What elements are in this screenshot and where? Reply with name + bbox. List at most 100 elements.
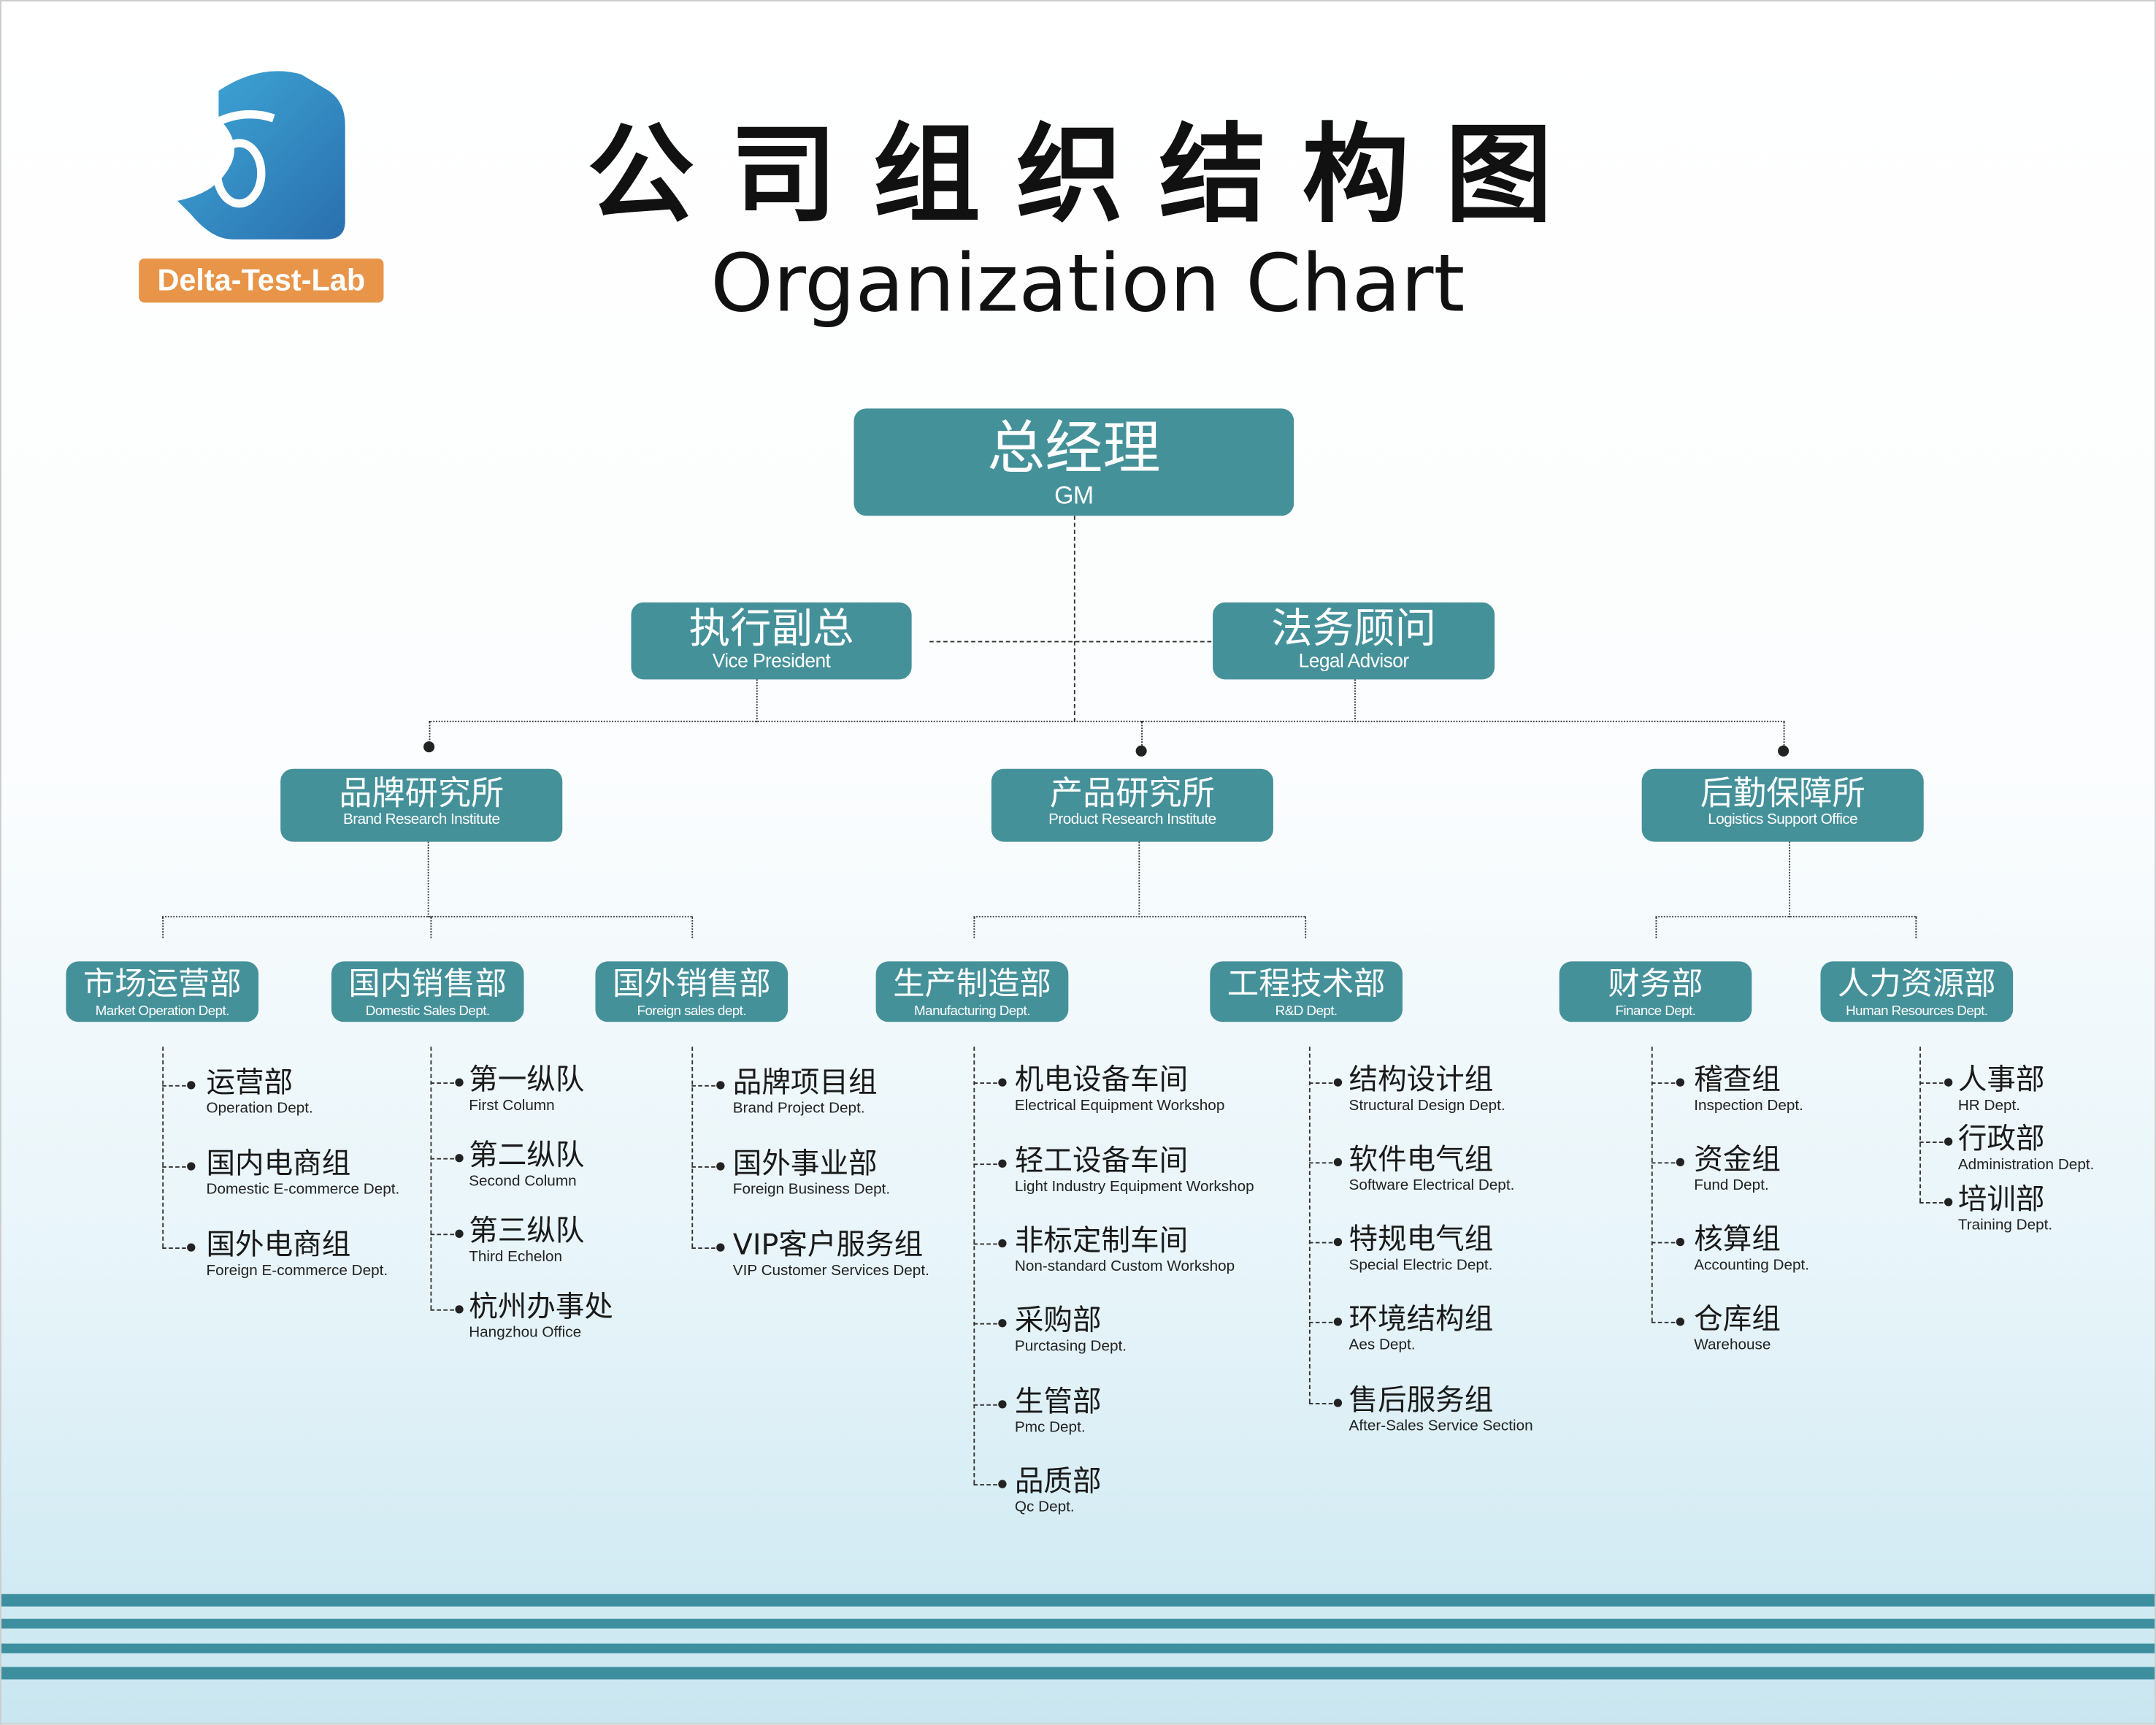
item-label-cn: 国外事业部 (732, 1147, 878, 1180)
connector (162, 916, 164, 938)
logo-icon (177, 71, 345, 240)
item-label-en: Second Column (469, 1173, 577, 1190)
connector (1141, 720, 1143, 746)
dept-connector-line (691, 1047, 694, 1248)
item-label-en: Domestic E-commerce Dept. (206, 1181, 400, 1198)
item-connector (691, 1243, 725, 1252)
item-label-en: Training Dept. (1957, 1217, 2053, 1234)
item-label-cn: 资金组 (1694, 1143, 1781, 1177)
item-label-cn: 特规电气组 (1349, 1223, 1494, 1256)
dept-box-cn: 工程技术部 (1227, 966, 1386, 1003)
item-connector (1308, 1158, 1343, 1167)
gm-label-en: GM (1054, 481, 1094, 509)
vp-label-cn: 执行副总 (688, 605, 854, 654)
legal-label-en: Legal Advisor (1298, 649, 1410, 672)
item-connector (1308, 1237, 1343, 1247)
connector (973, 916, 975, 938)
footer-stripe (1, 1618, 2155, 1629)
dept-box-en: Foreign sales dept. (637, 1003, 747, 1020)
connector (429, 720, 431, 746)
product-research-institute-box-en: Product Research Institute (1048, 811, 1216, 828)
item-label-cn: 国外电商组 (206, 1228, 351, 1261)
item-label-cn: 品质部 (1014, 1464, 1102, 1498)
item-label-cn: 行政部 (1957, 1122, 2045, 1155)
legal-advisor-box[interactable]: 法务顾问 Legal Advisor (1213, 602, 1495, 680)
item-label-cn: 生管部 (1014, 1385, 1102, 1418)
item-connector (162, 1081, 196, 1090)
gm-label-cn: 总经理 (987, 413, 1161, 482)
item-connector (973, 1400, 1007, 1409)
item-connector (162, 1162, 196, 1171)
gm-box[interactable]: 总经理 GM (853, 408, 1294, 516)
node-dot (423, 741, 435, 753)
institute-bus-line (429, 720, 1785, 722)
dept-connector-line (430, 1047, 432, 1309)
item-label-cn: 培训部 (1957, 1182, 2045, 1216)
item-connector (1308, 1399, 1343, 1407)
dept-box-cn: 市场运营部 (83, 966, 242, 1003)
item-label-en: Pmc Dept. (1014, 1419, 1086, 1437)
product-research-institute-box-cn: 产品研究所 (1049, 774, 1215, 814)
legal-label-cn: 法务顾问 (1271, 605, 1437, 654)
item-connector (430, 1305, 464, 1314)
item-label-cn: 非标定制车间 (1014, 1224, 1189, 1258)
vice-president-box[interactable]: 执行副总 Vice President (631, 602, 912, 680)
dept-connector-line (1919, 1047, 1921, 1203)
connector (1138, 841, 1140, 918)
item-label-cn: 运营部 (206, 1066, 294, 1099)
logo-badge: Delta-Test-Lab (139, 259, 384, 303)
item-label-cn: 第三纵队 (469, 1214, 585, 1248)
connector (1915, 916, 1917, 938)
connector (430, 916, 432, 938)
dept-box-en: Finance Dept. (1615, 1003, 1696, 1020)
item-label-cn: 杭州办事处 (469, 1290, 613, 1323)
item-label-en: Qc Dept. (1014, 1499, 1075, 1516)
item-connector (1651, 1158, 1685, 1167)
item-connector (1919, 1078, 1953, 1087)
item-label-cn: 核算组 (1694, 1223, 1781, 1256)
connector (427, 841, 429, 918)
connector (1305, 916, 1307, 938)
item-connector (430, 1229, 464, 1238)
vp-connector (756, 679, 758, 722)
item-connector (691, 1162, 725, 1171)
